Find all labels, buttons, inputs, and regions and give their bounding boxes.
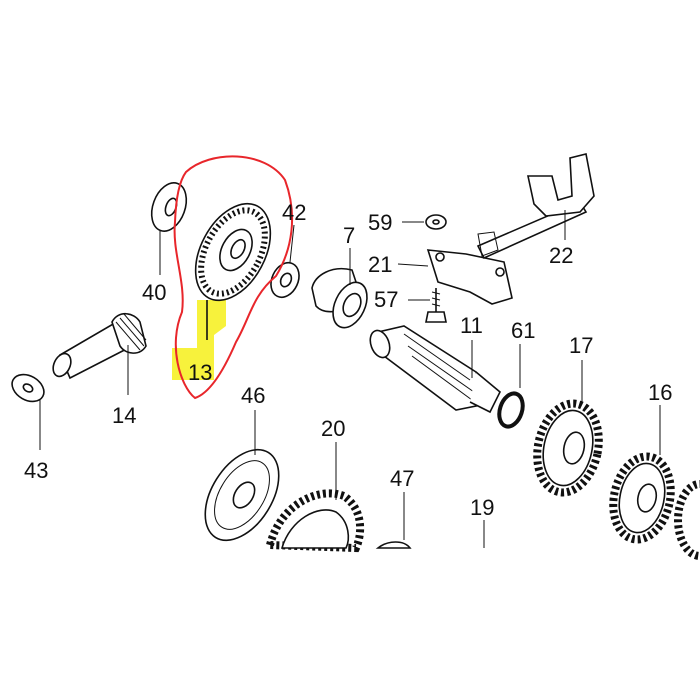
gear-16 (609, 405, 675, 544)
callout-22: 22 (549, 243, 573, 268)
callout-17: 17 (569, 333, 593, 358)
highlight-marker (172, 300, 226, 380)
callout-20: 20 (321, 416, 345, 441)
washer-43 (11, 373, 45, 450)
disc-46 (204, 410, 280, 542)
callout-7: 7 (343, 223, 355, 248)
callout-42: 42 (282, 200, 306, 225)
bracket-21 (397, 249, 513, 305)
callout-11: 11 (460, 313, 483, 338)
washer-42 (270, 224, 300, 299)
callout-47: 47 (390, 466, 414, 491)
callout-57: 57 (374, 287, 398, 312)
callout-61: 61 (511, 318, 535, 343)
washer-40 (150, 182, 188, 275)
nut-59 (402, 214, 447, 230)
callout-14: 14 (112, 403, 136, 428)
callout-40: 40 (142, 280, 166, 305)
callout-19: 19 (470, 495, 494, 520)
callout-46: 46 (241, 383, 265, 408)
gear-17 (533, 360, 603, 497)
callout-59: 59 (368, 210, 392, 235)
shaft-14 (52, 312, 147, 395)
gear-20 (264, 442, 365, 553)
shift-fork-22 (476, 153, 595, 260)
callout-16: 16 (648, 380, 672, 405)
gear-13 (194, 202, 272, 340)
collar-7 (311, 248, 368, 329)
callout-21: 21 (368, 252, 392, 277)
callout-13: 13 (188, 360, 212, 385)
shaft-11 (369, 325, 501, 414)
circlip-61 (497, 344, 525, 429)
callout-43: 43 (24, 458, 48, 483)
highlight-circle (173, 155, 294, 400)
part-47 (375, 492, 412, 549)
gear-partial-right (674, 480, 700, 560)
bolt-57 (408, 288, 447, 323)
